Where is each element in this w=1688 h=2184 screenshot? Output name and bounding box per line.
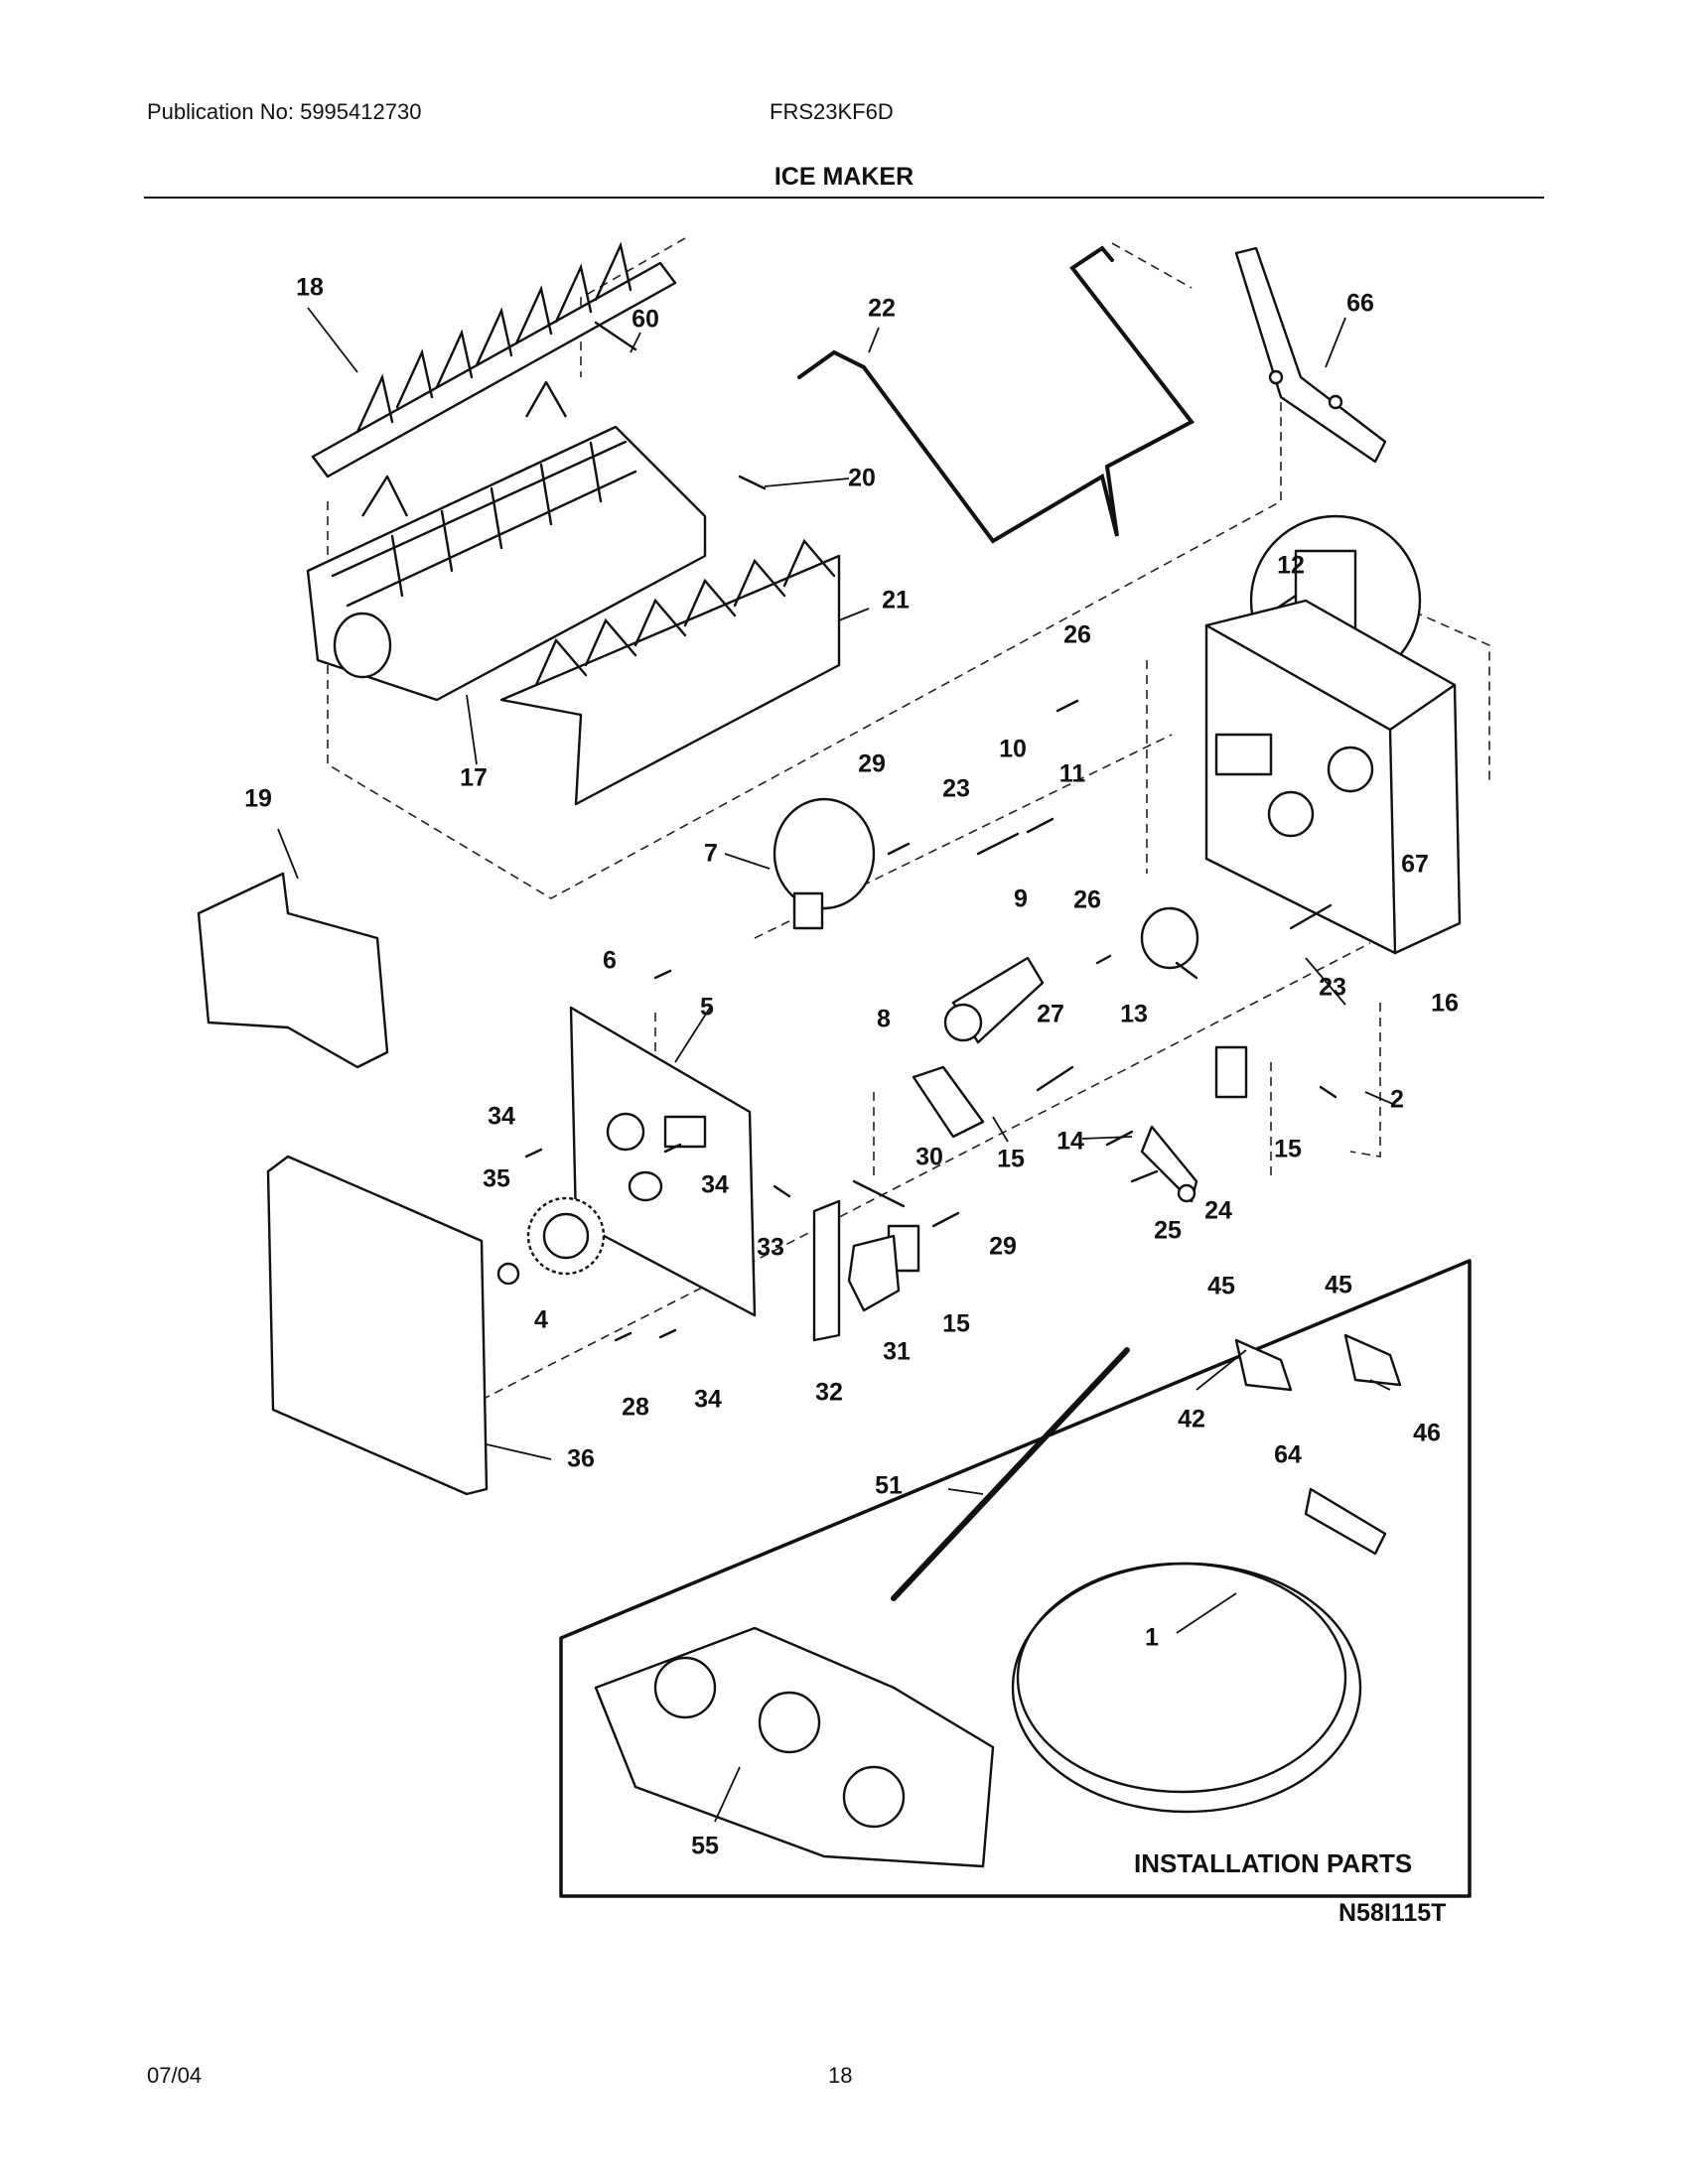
callout-25: 25 (1154, 1216, 1182, 1245)
callout-19: 19 (244, 784, 272, 813)
callout-12: 12 (1277, 551, 1305, 580)
lever-part (1234, 246, 1387, 464)
callout-15b: 15 (1274, 1135, 1302, 1163)
callout-51: 51 (875, 1471, 903, 1500)
installation-parts-box (559, 1259, 1472, 1898)
callout-28: 28 (622, 1393, 649, 1422)
callout-10: 10 (999, 735, 1027, 763)
installation-parts-label: INSTALLATION PARTS (1134, 1848, 1413, 1878)
ice-mold-part (306, 380, 707, 702)
callout-34b: 34 (701, 1170, 729, 1199)
callout-45b: 45 (1325, 1271, 1352, 1299)
cover-bracket-part (197, 872, 389, 1069)
callout-32: 32 (815, 1378, 843, 1407)
callout-26a: 26 (1063, 620, 1091, 649)
callout-34c: 34 (694, 1385, 722, 1414)
callout-33: 33 (757, 1233, 784, 1262)
callout-29a: 29 (858, 750, 886, 778)
page-number: 18 (828, 2063, 853, 2088)
shutoff-arm-part (797, 245, 1196, 544)
callout-36: 36 (567, 1444, 595, 1473)
callout-60: 60 (632, 305, 659, 334)
motor-part (773, 797, 876, 930)
model-number: FRS23KF6D (770, 99, 894, 124)
callout-7: 7 (704, 839, 718, 868)
footer-date: 07/04 (147, 2063, 203, 2088)
callout-66: 66 (1346, 289, 1374, 318)
callout-26b: 26 (1073, 886, 1101, 914)
callout-55: 55 (691, 1832, 719, 1860)
callout-34a: 34 (488, 1102, 515, 1131)
callout-4: 4 (534, 1305, 548, 1334)
callout-64: 64 (1274, 1440, 1302, 1469)
callout-27: 27 (1037, 1000, 1064, 1028)
heater-part (1140, 906, 1199, 980)
thermostat-part (943, 956, 1045, 1044)
ejector-blade-part (311, 241, 677, 478)
callout-15a: 15 (997, 1145, 1025, 1173)
callout-17: 17 (460, 763, 488, 792)
callout-23a: 23 (942, 774, 970, 803)
page-title: ICE MAKER (774, 163, 914, 191)
callout-23b: 23 (1319, 973, 1346, 1002)
callout-11: 11 (1058, 759, 1086, 788)
callout-1: 1 (1145, 1623, 1159, 1652)
callout-67: 67 (1401, 850, 1429, 879)
callout-31: 31 (883, 1337, 911, 1366)
callout-16: 16 (1431, 989, 1459, 1018)
callout-29b: 29 (989, 1232, 1017, 1261)
callout-20: 20 (848, 464, 876, 492)
callout-8: 8 (877, 1005, 891, 1033)
callout-46: 46 (1413, 1419, 1441, 1447)
callout-13: 13 (1120, 1000, 1148, 1028)
mounting-plate-part (569, 1006, 757, 1317)
callout-18: 18 (296, 273, 324, 302)
drive-gear-part (496, 1196, 606, 1286)
fasteners (524, 321, 1337, 1342)
front-cover-part (266, 1155, 489, 1496)
stripper-part (499, 538, 841, 806)
callout-42: 42 (1178, 1405, 1205, 1433)
callout-22: 22 (868, 294, 896, 323)
figure-code: N58I115T (1338, 1899, 1447, 1927)
callout-35: 35 (483, 1164, 510, 1193)
callout-15c: 15 (942, 1309, 970, 1338)
callout-5: 5 (700, 993, 714, 1022)
callout-45a: 45 (1207, 1272, 1235, 1300)
title-divider (144, 197, 1544, 199)
module-housing-part (1204, 599, 1462, 955)
leader-lines (277, 307, 1396, 1823)
callout-21: 21 (882, 586, 910, 614)
callout-6: 6 (603, 946, 617, 975)
callout-14: 14 (1056, 1127, 1084, 1156)
callout-30: 30 (915, 1143, 943, 1171)
callout-2: 2 (1390, 1085, 1404, 1114)
publication-number: Publication No: 5995412730 (147, 99, 422, 124)
callout-24: 24 (1204, 1196, 1232, 1225)
small-parts (812, 1125, 1198, 1342)
callout-9: 9 (1014, 885, 1028, 913)
